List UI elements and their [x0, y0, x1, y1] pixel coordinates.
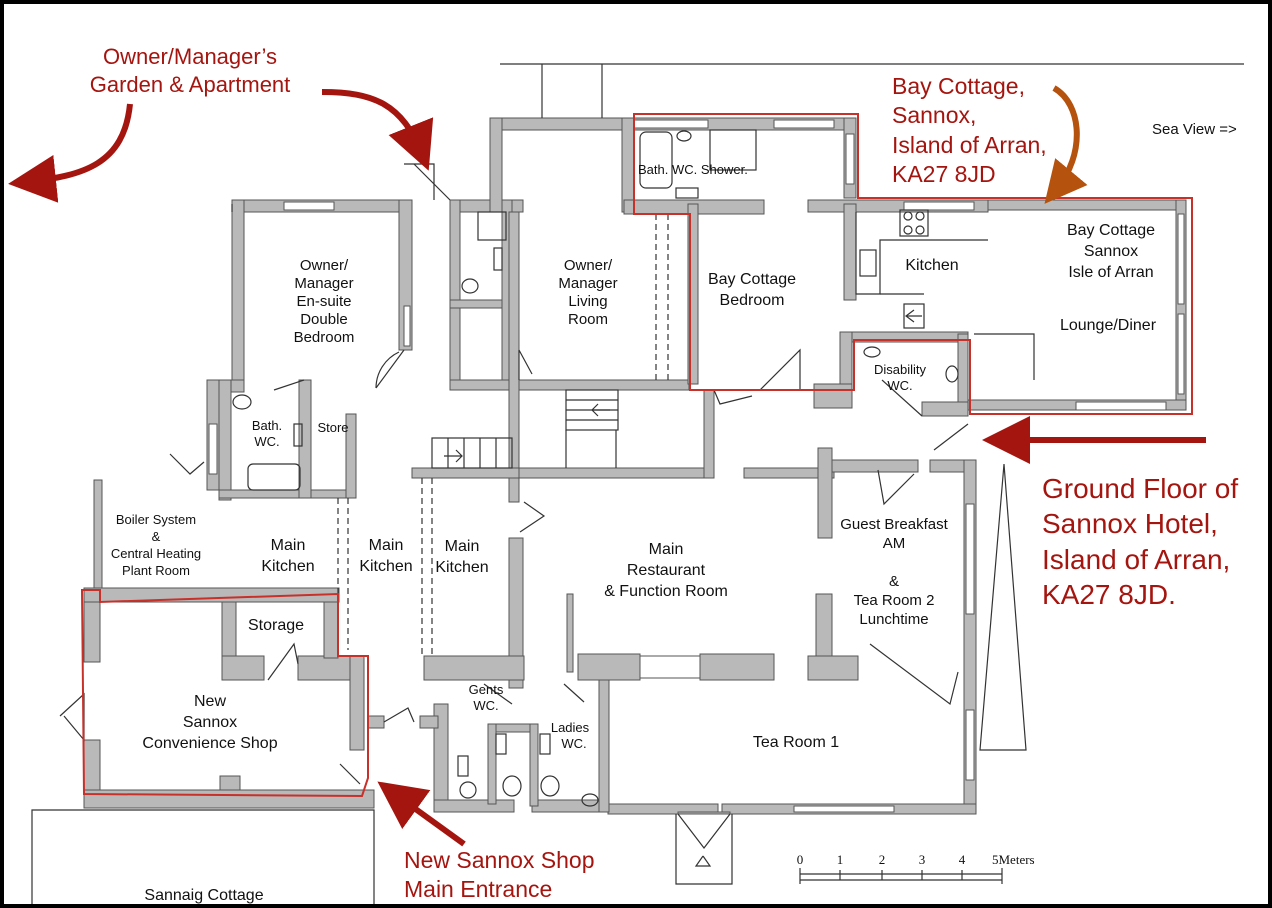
- room-boiler: Boiler System & Central Heating Plant Ro…: [111, 512, 201, 578]
- scale-bar: 0 1 2 3 4 5Meters: [797, 852, 1035, 867]
- svg-text:Lunchtime: Lunchtime: [859, 611, 928, 628]
- room-guest-breakfast: Guest Breakfast AM & Tea Room 2 Lunchtim…: [840, 516, 948, 628]
- scale-tick-3: 3: [919, 852, 926, 867]
- bay-address-line-3: Island of Arran,: [892, 132, 1047, 158]
- room-bay-bedroom: Bay Cottage Bedroom: [708, 271, 796, 309]
- svg-text:Living: Living: [568, 293, 607, 310]
- bay-address-line-2: Sannox,: [892, 102, 976, 128]
- scale-tick-5: 5Meters: [992, 852, 1035, 867]
- svg-text:WC.: WC.: [473, 698, 498, 713]
- bay-address-line-1: Bay Cottage,: [892, 73, 1025, 99]
- scale-tick-1: 1: [837, 852, 844, 867]
- room-main-restaurant: Main Restaurant & Function Room: [604, 541, 728, 600]
- svg-text:Central Heating: Central Heating: [111, 546, 201, 561]
- floor-plan-frame: Owner/Manager’s Garden & Apartment Bay C…: [4, 4, 1268, 904]
- owner-garden-line-1: Owner/Manager’s: [103, 44, 277, 69]
- room-ladies-wc: Ladies WC.: [551, 720, 590, 751]
- room-tea-room-1: Tea Room 1: [753, 734, 839, 751]
- svg-text:Guest Breakfast: Guest Breakfast: [840, 516, 948, 533]
- sea-view-label: Sea View =>: [1152, 121, 1237, 138]
- shop-entrance-line-1: New Sannox Shop: [404, 847, 595, 873]
- svg-text:Ladies: Ladies: [551, 720, 590, 735]
- svg-text:Kitchen: Kitchen: [359, 558, 412, 575]
- room-bath-wc: Bath. WC.: [252, 418, 282, 449]
- svg-text:Kitchen: Kitchen: [261, 558, 314, 575]
- svg-text:Restaurant: Restaurant: [627, 562, 706, 579]
- svg-text:& Function Room: & Function Room: [604, 583, 728, 600]
- svg-text:AM: AM: [883, 535, 906, 552]
- owner-garden-line-2: Garden & Apartment: [90, 72, 291, 97]
- svg-text:&: &: [152, 529, 161, 544]
- svg-text:Bay Cottage: Bay Cottage: [708, 271, 796, 288]
- title-line-1: Ground Floor of: [1042, 473, 1238, 504]
- bay-address-line-4: KA27 8JD: [892, 161, 996, 187]
- svg-text:Bedroom: Bedroom: [720, 292, 785, 309]
- svg-text:WC.: WC.: [561, 736, 586, 751]
- walls: [83, 117, 1187, 815]
- title-line-2: Sannox Hotel,: [1042, 508, 1218, 539]
- room-sannaig-cottage: Sannaig Cottage: [144, 887, 263, 904]
- svg-text:Isle of Arran: Isle of Arran: [1068, 264, 1153, 281]
- shop-entrance-line-2: Main Entrance: [404, 876, 552, 902]
- scale-tick-4: 4: [959, 852, 966, 867]
- room-disability-wc: Disability WC.: [874, 362, 927, 393]
- room-bay-lounge: Bay Cottage Sannox Isle of Arran: [1067, 222, 1155, 281]
- windows: [208, 119, 1185, 813]
- room-main-kitchen-1: Main Kitchen: [261, 537, 314, 575]
- fixtures: [31, 63, 1244, 904]
- title-line-3: Island of Arran,: [1042, 544, 1230, 575]
- room-main-kitchen-2: Main Kitchen: [359, 537, 412, 575]
- highlight-shop: [80, 589, 369, 798]
- scale-tick-0: 0: [797, 852, 804, 867]
- svg-text:Owner/: Owner/: [300, 257, 349, 274]
- svg-text:Room: Room: [568, 311, 608, 328]
- room-bay-kitchen: Kitchen: [905, 257, 958, 274]
- svg-text:Tea Room 2: Tea Room 2: [854, 592, 935, 609]
- svg-text:Bedroom: Bedroom: [294, 329, 355, 346]
- room-lounge-diner: Lounge/Diner: [1060, 317, 1157, 334]
- annotation-owner-garden: Owner/Manager’s Garden & Apartment: [90, 44, 291, 97]
- room-owner-bedroom: Owner/ Manager En-suite Double Bedroom: [294, 257, 355, 346]
- scale-tick-2: 2: [879, 852, 886, 867]
- svg-text:Main: Main: [369, 537, 404, 554]
- room-owner-living: Owner/ Manager Living Room: [558, 257, 617, 328]
- svg-text:&: &: [889, 573, 899, 590]
- svg-text:Manager: Manager: [558, 275, 617, 292]
- title-line-4: KA27 8JD.: [1042, 579, 1176, 610]
- svg-text:Kitchen: Kitchen: [435, 559, 488, 576]
- svg-text:WC.: WC.: [254, 434, 279, 449]
- room-shop: New Sannox Convenience Shop: [142, 693, 277, 752]
- svg-text:Double: Double: [300, 311, 348, 328]
- svg-text:Manager: Manager: [294, 275, 353, 292]
- svg-text:Disability: Disability: [874, 362, 927, 377]
- svg-text:En-suite: En-suite: [296, 293, 351, 310]
- svg-text:Plant Room: Plant Room: [122, 563, 190, 578]
- svg-text:Boiler System: Boiler System: [116, 512, 196, 527]
- svg-text:WC.: WC.: [887, 378, 912, 393]
- svg-text:Main: Main: [271, 537, 306, 554]
- svg-text:Main: Main: [649, 541, 684, 558]
- room-store: Store: [317, 420, 348, 435]
- svg-text:Main: Main: [445, 538, 480, 555]
- svg-text:Convenience Shop: Convenience Shop: [142, 735, 277, 752]
- plan-title: Ground Floor of Sannox Hotel, Island of …: [1042, 473, 1238, 610]
- annotation-arrows: [8, 85, 1206, 847]
- room-main-kitchen-3: Main Kitchen: [435, 538, 488, 576]
- svg-text:Owner/: Owner/: [564, 257, 613, 274]
- svg-text:Gents: Gents: [469, 682, 504, 697]
- room-gents-wc: Gents WC.: [469, 682, 504, 713]
- room-storage: Storage: [248, 617, 304, 634]
- annotation-bay-cottage-address: Bay Cottage, Sannox, Island of Arran, KA…: [892, 73, 1047, 187]
- annotation-shop-entrance: New Sannox Shop Main Entrance: [404, 847, 595, 902]
- highlight-bay-cottage: [633, 113, 1193, 415]
- svg-text:Sannox: Sannox: [183, 714, 237, 731]
- svg-text:Bath.: Bath.: [252, 418, 282, 433]
- svg-text:Sannox: Sannox: [1084, 243, 1138, 260]
- svg-text:Bay Cottage: Bay Cottage: [1067, 222, 1155, 239]
- room-bath-wc-shower: Bath. WC. Shower.: [638, 162, 748, 177]
- svg-text:New: New: [194, 693, 226, 710]
- floor-plan: Owner/Manager’s Garden & Apartment Bay C…: [8, 44, 1244, 904]
